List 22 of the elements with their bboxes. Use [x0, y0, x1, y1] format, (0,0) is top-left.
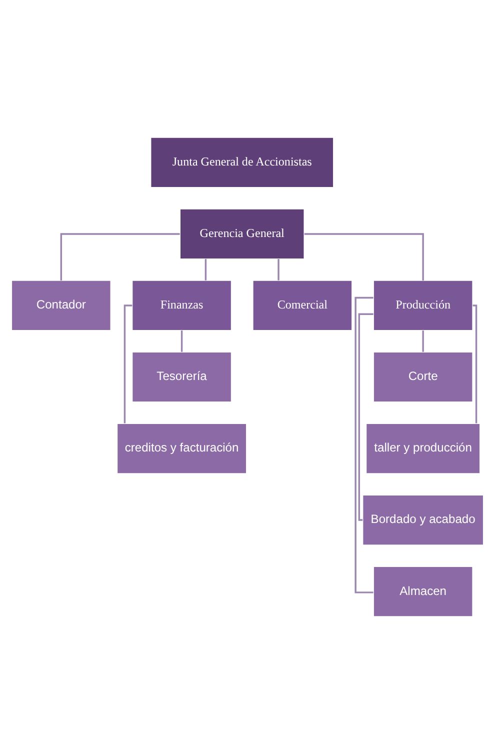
connector [124, 304, 132, 424]
connector [304, 233, 424, 280]
node-box: taller y producción [366, 423, 480, 474]
connector [472, 304, 478, 424]
node-box: Comercial [252, 280, 352, 331]
node-box: Contador [11, 280, 112, 331]
connector [354, 296, 374, 594]
node-box: Junta General de Accionistas [150, 137, 334, 188]
connector [422, 330, 424, 352]
node-box: Corte [373, 352, 474, 402]
connector [60, 233, 180, 280]
connector [278, 258, 280, 280]
connector [204, 258, 207, 280]
connector [180, 330, 183, 352]
node-box: Tesorería [132, 352, 232, 402]
node-box: creditos y facturación [116, 423, 247, 474]
node-box: Finanzas [132, 280, 232, 331]
node-box: Bordado y acabado [362, 494, 484, 546]
connector [358, 313, 374, 521]
node-box: Gerencia General [180, 208, 305, 260]
node-box: Almacen [373, 566, 474, 617]
node-box: Producción [373, 280, 474, 331]
